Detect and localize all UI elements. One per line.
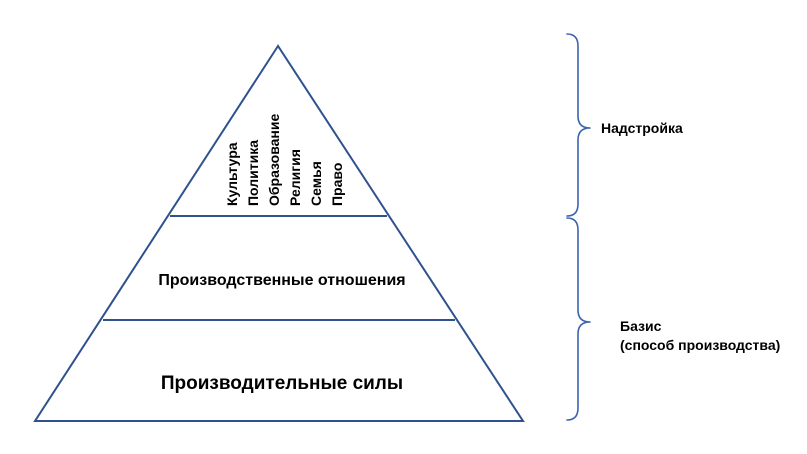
- basis-label: Базис: [620, 318, 662, 334]
- top-tier-items: Культура Политика Образование Религия Се…: [224, 114, 345, 206]
- pyramid-outline: [33, 44, 525, 422]
- superstructure-brace: [566, 33, 591, 217]
- bottom-tier-label: Производительные силы: [161, 373, 403, 394]
- basis-subtitle-label: (способ производства): [620, 337, 780, 353]
- top-item-education: Образование: [266, 114, 282, 206]
- top-item-politics: Политика: [245, 140, 261, 206]
- top-item-family: Семья: [308, 161, 324, 206]
- superstructure-label: Надстройка: [601, 120, 683, 136]
- top-item-culture: Культура: [224, 142, 240, 206]
- basis-brace: [566, 217, 591, 421]
- top-item-religion: Религия: [287, 149, 303, 206]
- top-item-law: Право: [329, 163, 345, 206]
- middle-tier-label: Производственные отношения: [158, 272, 405, 289]
